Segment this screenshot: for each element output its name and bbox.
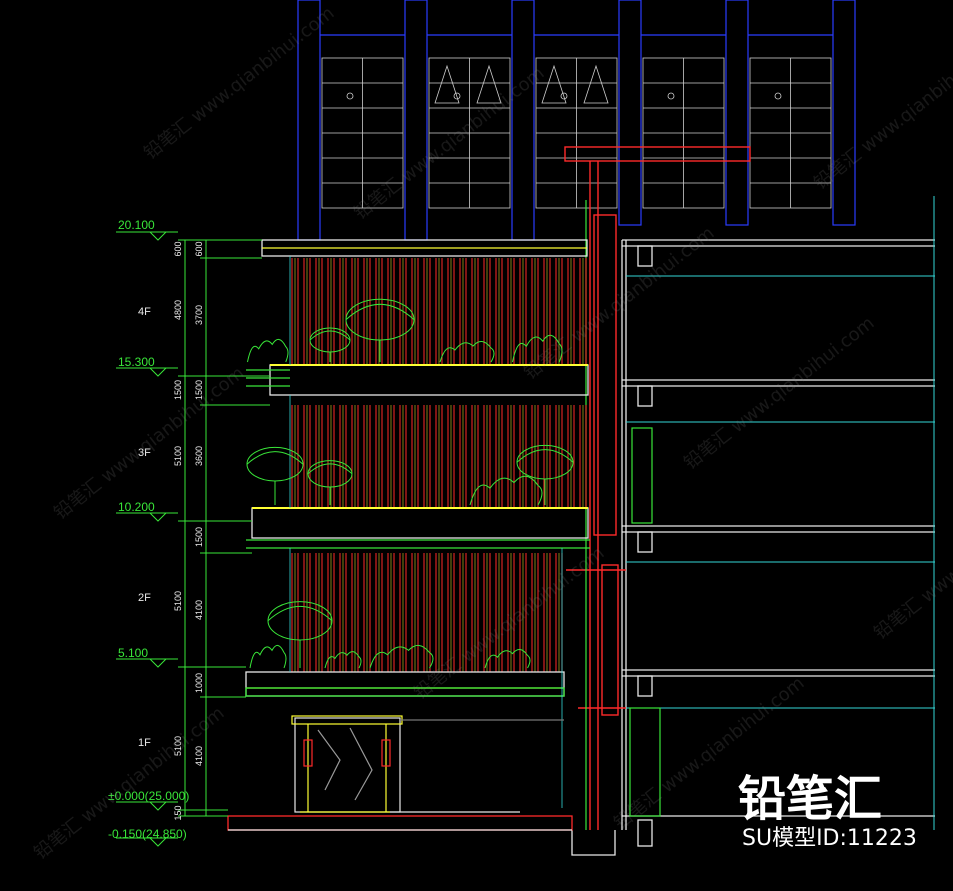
shrub	[369, 644, 434, 669]
shrub	[324, 651, 362, 669]
tree-canopy	[516, 444, 574, 480]
watermark-text: 铅笔汇 www.qianbihui.com	[870, 483, 953, 644]
watermark-text: 铅笔汇 www.qianbihui.com	[810, 33, 953, 194]
tree-crown	[345, 303, 415, 320]
watermark-text: 铅笔汇 www.qianbihui.com	[410, 543, 608, 704]
elevation-markers: 20.100 15.300 10.200 5.100 ±0.000(25.000) -0.…	[108, 218, 189, 847]
ground-plinth	[227, 811, 573, 831]
tree-canopy	[246, 446, 304, 482]
elevation-label: 20.100	[118, 218, 155, 232]
floor-label: 3F	[138, 447, 151, 459]
window-handle	[346, 92, 354, 100]
balcony-slabs	[245, 239, 590, 697]
elevation-label: ±0.000(25.000)	[108, 789, 189, 803]
floor-label: 1F	[138, 737, 151, 749]
tree-crown	[267, 606, 333, 622]
tree-crown	[516, 449, 574, 463]
dimension-inner: 3700	[194, 305, 204, 325]
watermark-text: 铅笔汇 www.qianbihui.com	[680, 313, 878, 474]
window-handle	[667, 92, 675, 100]
shrub	[249, 644, 287, 669]
dimension-outer: 150	[173, 805, 183, 820]
dimension-inner: 1500	[194, 380, 204, 400]
elevation-label: 5.100	[118, 646, 148, 660]
dimension-outer: 1500	[173, 380, 183, 400]
dimension-inner: 3600	[194, 446, 204, 466]
planting	[246, 298, 574, 669]
tree-crown	[246, 451, 304, 465]
floor-label: 4F	[138, 306, 151, 318]
window-shade	[541, 64, 609, 104]
tower-window-bays	[297, 0, 856, 241]
dimension-inner: 4100	[194, 600, 204, 620]
dimension-outer: 5100	[173, 446, 183, 466]
elevation-label: -0.150(24.850)	[108, 827, 187, 841]
tree-canopy	[307, 460, 353, 488]
elevation-triangle	[148, 837, 168, 847]
riser-shaft	[564, 146, 751, 830]
elevation-label: 15.300	[118, 355, 155, 369]
elevation-triangle	[148, 231, 168, 241]
window-shade	[434, 64, 502, 104]
elevation-triangle	[148, 367, 168, 377]
dimension-inner: 1500	[194, 527, 204, 547]
glass-balustrades	[289, 256, 563, 808]
lobby-entrance	[291, 715, 564, 813]
window-handle	[453, 92, 461, 100]
dimension-inner: 1000	[194, 673, 204, 693]
right-building-cyan	[626, 196, 935, 830]
window-handle	[774, 92, 782, 100]
elevation-triangle	[148, 512, 168, 522]
right-building-section	[571, 239, 935, 856]
dimension-outer: 5100	[173, 591, 183, 611]
dimension-outer: 4800	[173, 300, 183, 320]
tower-window-grids	[321, 57, 832, 209]
shrub	[484, 649, 531, 669]
window-handle	[560, 92, 568, 100]
shrub	[512, 334, 563, 363]
watermark-text: 铅笔汇 www.qianbihui.com	[350, 63, 548, 224]
dimension-inner: 4100	[194, 746, 204, 766]
elevation-triangle	[148, 801, 168, 811]
dimension-outer: 600	[173, 241, 183, 256]
shrub	[439, 341, 495, 363]
dimension-inner: 600	[194, 241, 204, 256]
watermark-text: 铅笔汇 www.qianbihui.com	[140, 3, 338, 164]
dimension-lines	[178, 239, 270, 817]
tree-canopy	[345, 298, 415, 341]
floor-label: 2F	[138, 592, 151, 604]
elevation-label: 10.200	[118, 500, 155, 514]
tree-crown	[309, 330, 351, 341]
floor-labels: 4F 3F 2F 1F	[138, 306, 151, 749]
shrub	[247, 338, 289, 363]
shrub	[469, 475, 543, 506]
elevation-triangle	[148, 658, 168, 668]
brand-mark: 铅笔汇	[738, 771, 882, 827]
model-id: SU模型ID:11223	[742, 826, 917, 851]
tree-crown	[307, 463, 353, 475]
facade-fins	[291, 258, 587, 672]
dimension-labels: 600 4800 1500 5100 5100 5100 150 3700 1500 3600 15…	[173, 241, 204, 820]
dimension-outer: 5100	[173, 736, 183, 756]
